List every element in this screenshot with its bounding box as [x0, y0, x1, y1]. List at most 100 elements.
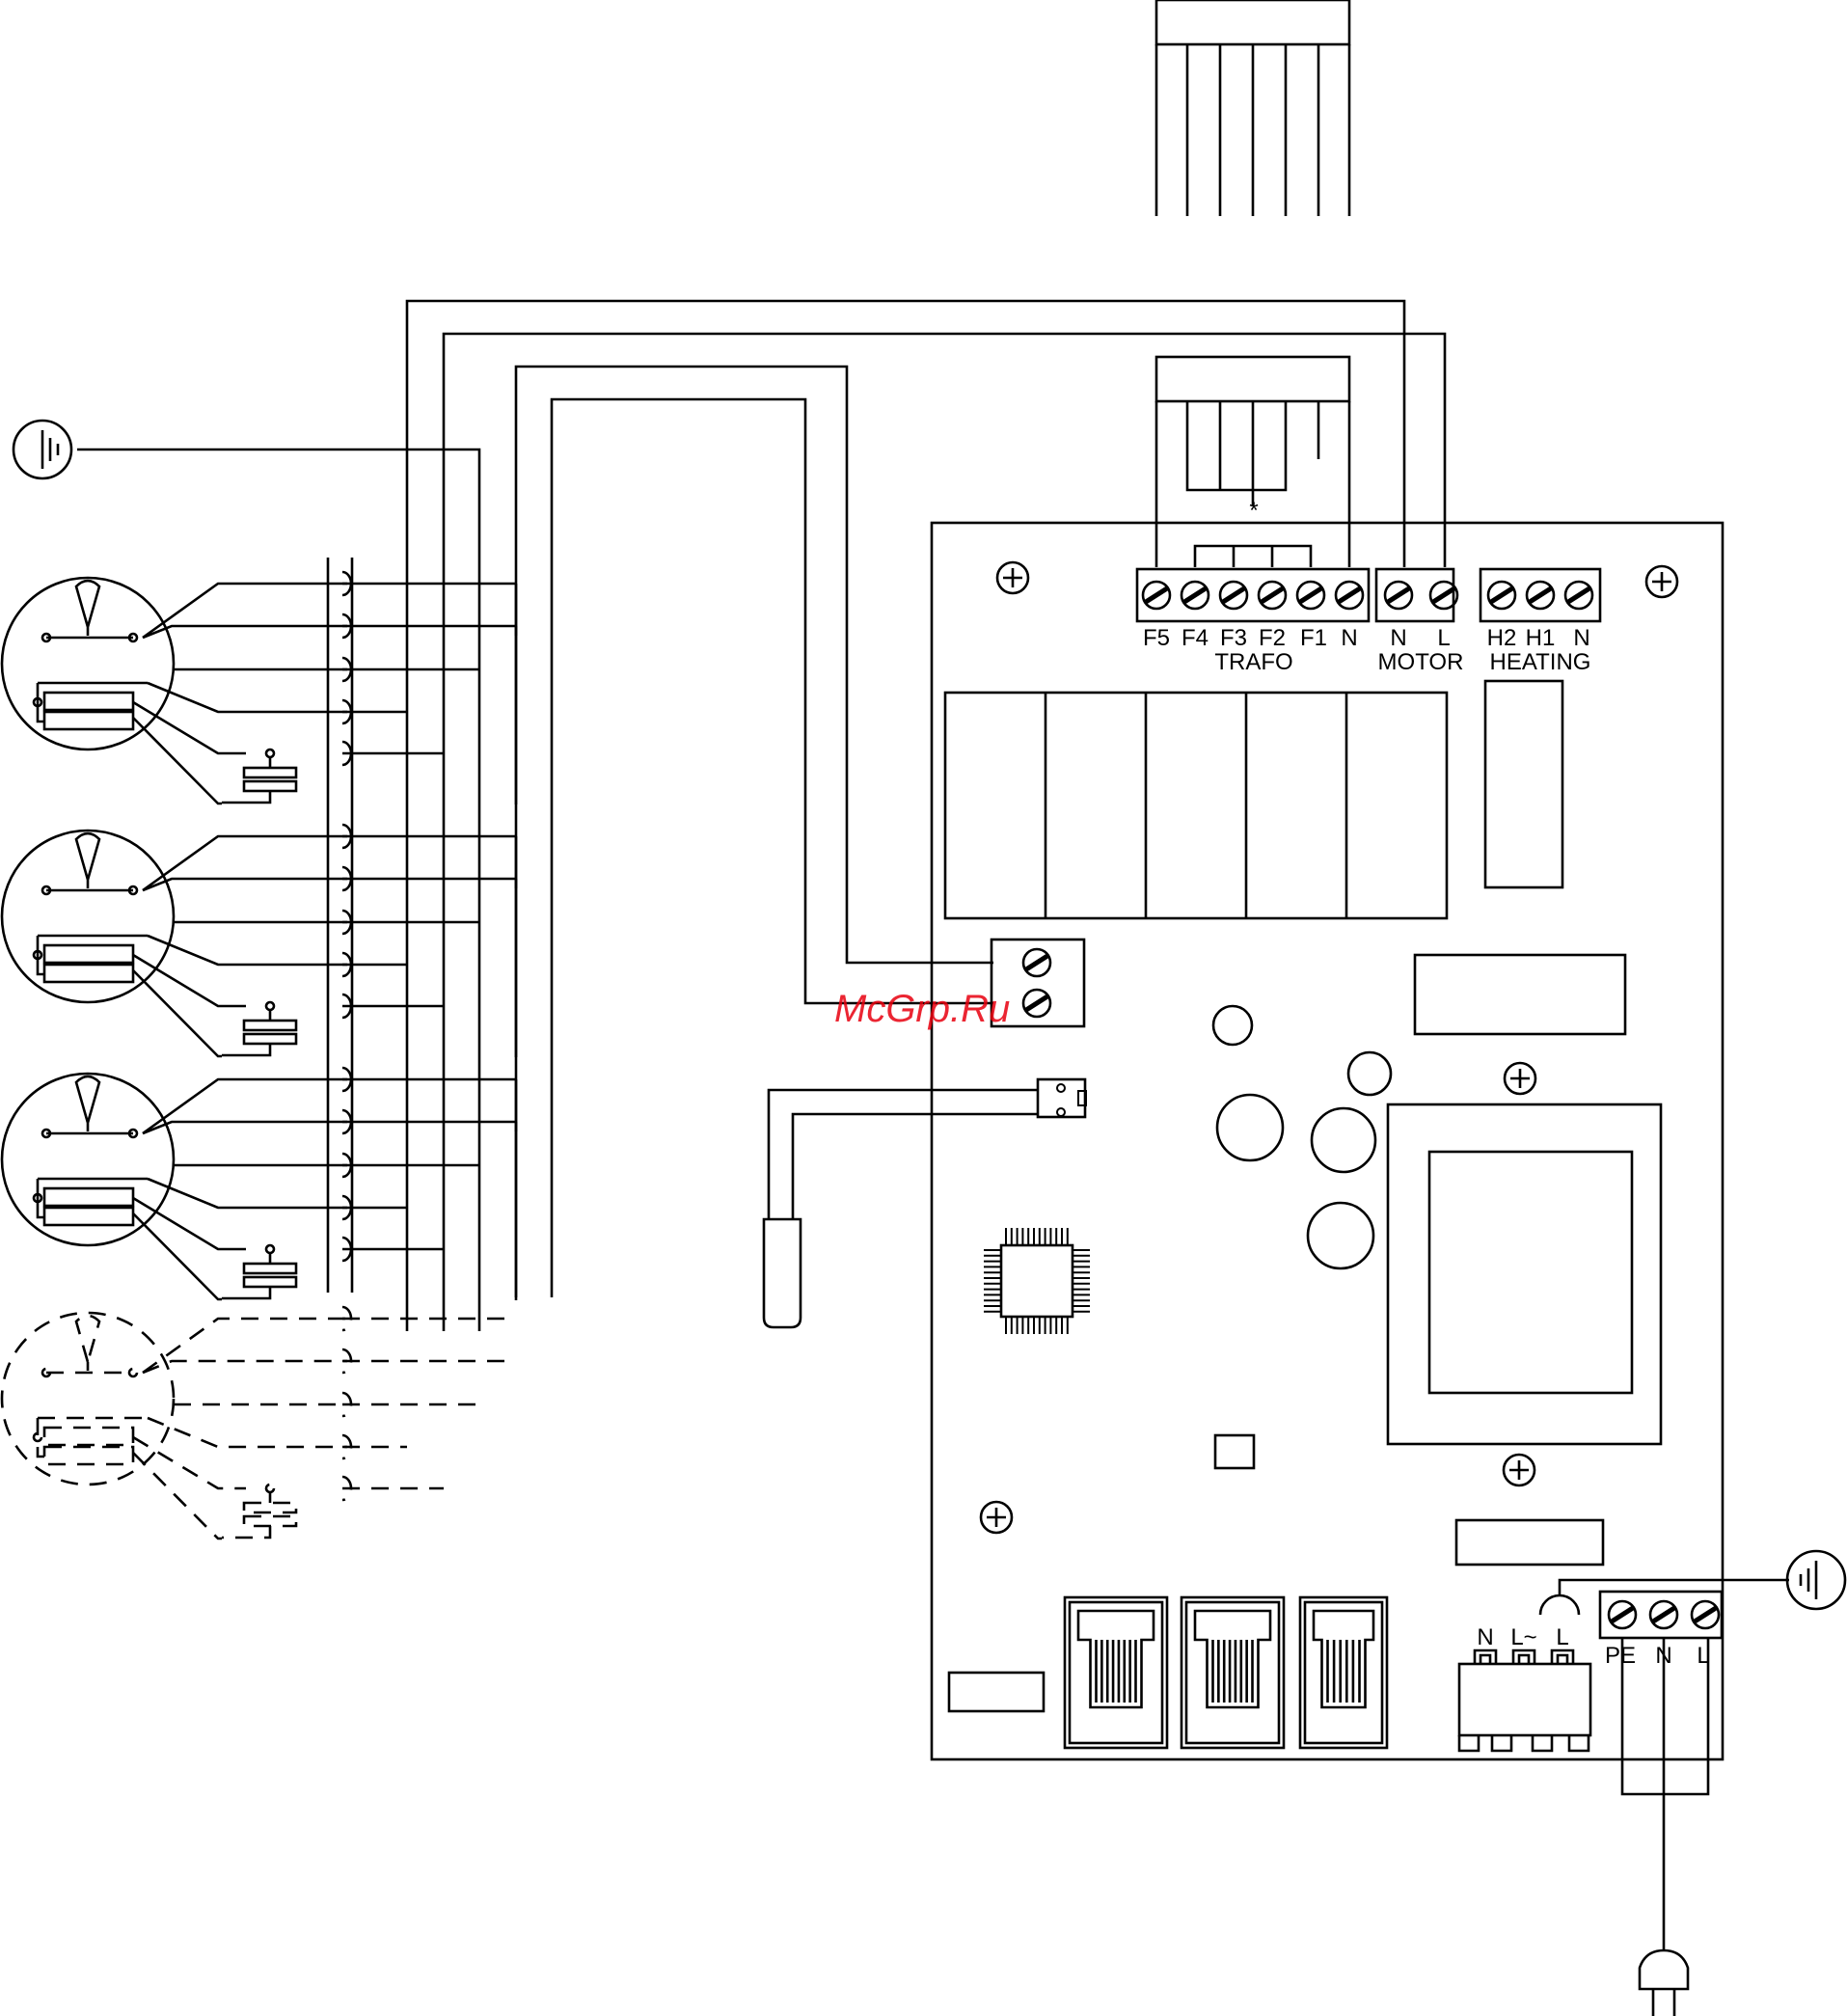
node-dot	[266, 749, 274, 757]
capacitor-icon	[244, 781, 296, 791]
screw-icon	[1565, 582, 1592, 609]
capacitor-icon	[244, 1277, 296, 1287]
fan-wire	[133, 1213, 222, 1299]
supply-terminal-label: L	[1556, 1624, 1568, 1650]
fan-motor-circle	[2, 1313, 174, 1485]
wire-loop-3	[516, 367, 993, 1297]
component-rect-1	[1415, 955, 1625, 1034]
microcontroller-pins	[984, 1228, 1090, 1334]
component-rect-2	[1456, 1520, 1603, 1565]
trafo-terminal-label: N	[1341, 625, 1357, 651]
motor-terminal-label: N	[1390, 625, 1406, 651]
fan-blade-icon	[76, 833, 99, 888]
fan-wire	[148, 1179, 347, 1208]
plug-body	[1640, 1950, 1688, 1989]
screw-icon	[1143, 582, 1170, 609]
trafo-terminal-label: F4	[1182, 625, 1209, 651]
fan-blade-icon	[76, 581, 99, 636]
resistor-icon	[44, 965, 133, 982]
fan-wire	[133, 702, 246, 753]
supply-pin-n	[1475, 1650, 1496, 1664]
supply-connector	[1459, 1664, 1590, 1735]
rj-jack-3	[1300, 1597, 1387, 1748]
switch-contact	[129, 1369, 137, 1376]
trafo-terminal-label: F2	[1259, 625, 1286, 651]
mount-hole-icon	[1504, 1455, 1535, 1485]
fan-wire	[148, 936, 347, 965]
fan-wire	[143, 1361, 347, 1373]
supply-pin-lx	[1513, 1650, 1535, 1664]
connector-pin	[1057, 1084, 1065, 1092]
mains-cable	[1622, 1638, 1708, 1950]
motor-terminal-label: L	[1437, 625, 1450, 651]
capacitor-leads	[222, 756, 270, 803]
trafo-bridge	[1195, 546, 1311, 567]
fan-unit-3	[2, 1068, 516, 1300]
supply-pin-l	[1552, 1650, 1573, 1664]
capacitor-leads	[222, 1009, 270, 1055]
node-dot	[266, 1245, 274, 1253]
fan-wire	[143, 1319, 347, 1373]
screw-icon	[1609, 1601, 1636, 1628]
plug-pins	[1653, 1989, 1674, 2016]
earth-icon-left	[42, 430, 58, 469]
screw-icon	[1488, 582, 1515, 609]
sensor-probe	[764, 1219, 801, 1327]
heating-terminal-label: N	[1573, 625, 1589, 651]
mains-terminal-label: PE	[1605, 1643, 1636, 1669]
fan-unit-4	[2, 1307, 516, 1539]
capacitor-leads	[222, 1491, 270, 1538]
screw-icon	[1692, 1601, 1719, 1628]
mains-terminal-label: N	[1655, 1643, 1671, 1669]
resistor-icon	[44, 1188, 133, 1206]
fan-wire	[133, 1198, 246, 1249]
resistor-lead	[38, 936, 148, 974]
heating-relay	[1485, 681, 1562, 887]
resistor-icon	[44, 945, 133, 963]
capacitor-icon	[244, 1516, 296, 1526]
node-dot	[266, 1485, 274, 1492]
heating-group-label: HEATING	[1490, 649, 1591, 675]
component-square	[1215, 1435, 1254, 1468]
screw-icon	[1297, 582, 1324, 609]
fan-wire	[133, 955, 246, 1006]
fan-wire	[143, 879, 347, 890]
fan-wire	[143, 1079, 347, 1133]
screw-icon	[1336, 582, 1363, 609]
fan-wire	[143, 1122, 347, 1133]
node-dot	[266, 1002, 274, 1010]
watermark: McGrp.Ru	[834, 988, 1010, 1030]
component-rect-3	[949, 1673, 1044, 1711]
fan-wire	[148, 1418, 347, 1447]
pcb-outline	[932, 523, 1723, 1759]
capacitor-leads	[222, 1252, 270, 1298]
supply-earth-link	[1540, 1580, 1789, 1615]
screw-icon	[1023, 990, 1050, 1017]
fan-wire	[143, 836, 347, 890]
trafo-terminal-block	[1137, 569, 1369, 621]
capacitor-small-1	[1213, 1006, 1252, 1045]
fan-motor-circle	[2, 578, 174, 749]
resistor-icon	[44, 712, 133, 729]
fan-wire	[133, 1437, 246, 1488]
motor-group-label: MOTOR	[1378, 649, 1464, 675]
screw-icon	[1385, 582, 1412, 609]
screw-icon	[1527, 582, 1554, 609]
resistor-icon	[44, 1208, 133, 1225]
rj-jack-1	[1065, 1597, 1167, 1748]
resistor-lead	[38, 1418, 148, 1457]
rj-jacks	[1065, 1597, 1387, 1748]
capacitor-icon	[244, 768, 296, 777]
resistor-icon	[44, 1428, 133, 1445]
mount-hole-icon	[997, 562, 1028, 593]
microcontroller	[1001, 1245, 1073, 1317]
capacitor-icon	[244, 1503, 296, 1512]
earth-icon-right	[1801, 1561, 1816, 1599]
fan-unit-1	[2, 572, 516, 804]
screw-icon	[1182, 582, 1209, 609]
trafo-terminal-label: F5	[1143, 625, 1170, 651]
relay-bank	[945, 693, 1447, 918]
top-transformer-leads	[1156, 44, 1349, 216]
fan-motor-circle	[2, 831, 174, 1002]
